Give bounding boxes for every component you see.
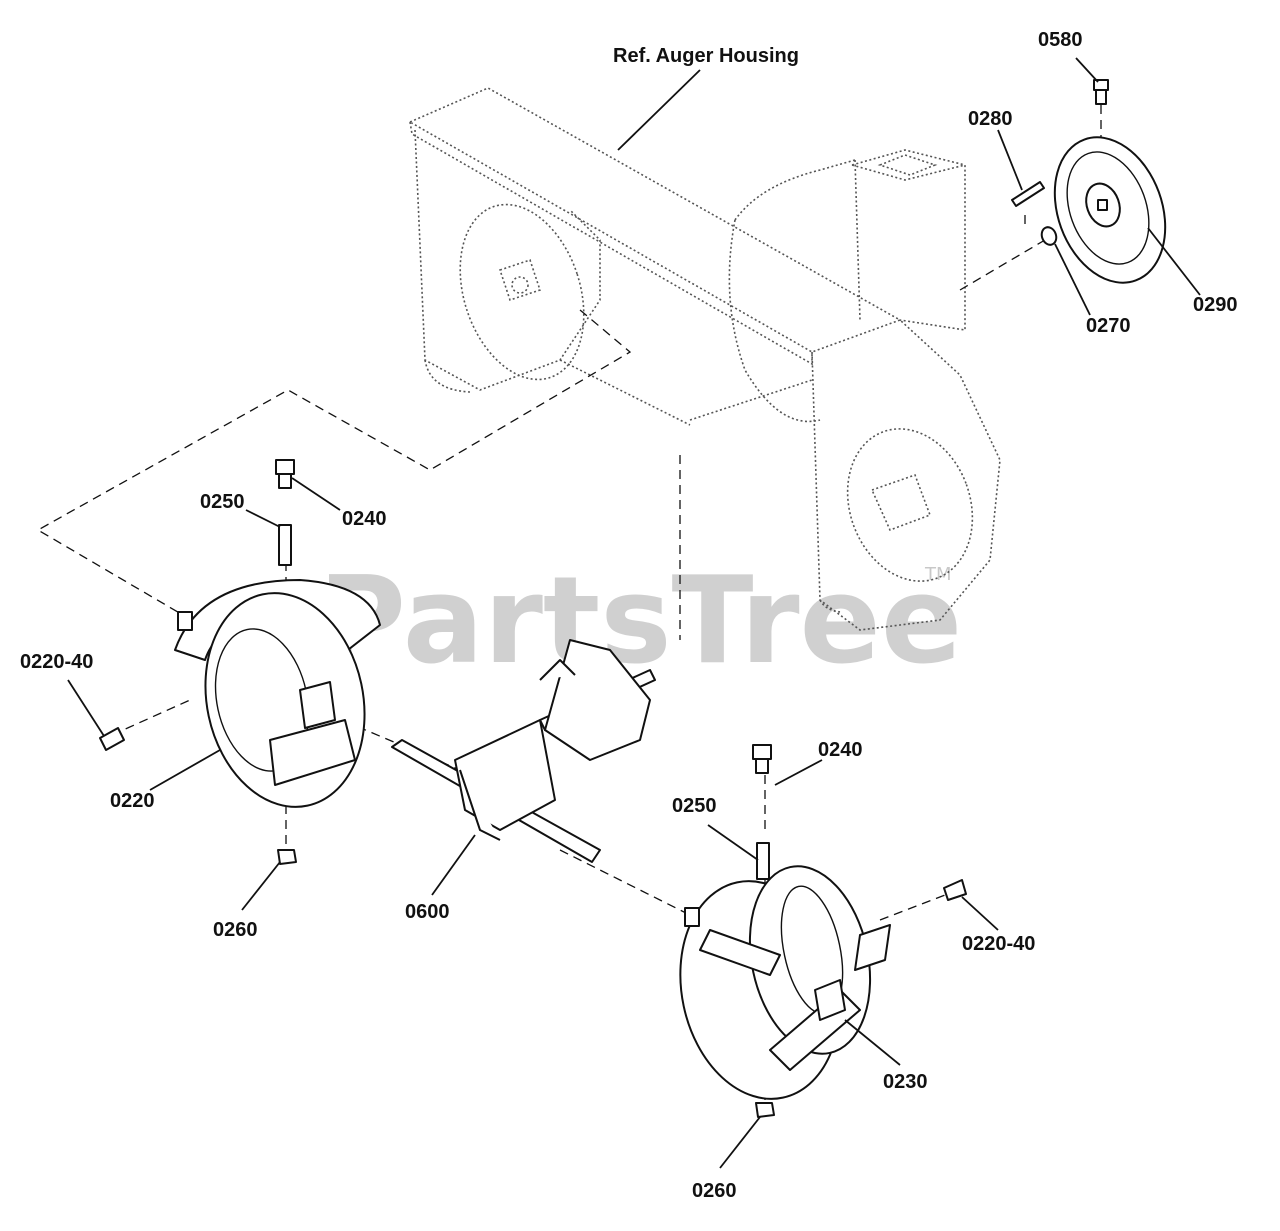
watermark-trademark: TM [924,564,952,585]
washer-0270 [1040,226,1058,246]
reference-label: Ref. Auger Housing [613,45,799,67]
leader-lines [67,57,1201,1169]
spacer-0250-right [756,842,770,880]
part-label-0600: 0600 [405,901,450,923]
part-label-0260-left: 0260 [213,919,258,941]
part-label-0260-right: 0260 [692,1180,737,1202]
part-label-0240-right: 0240 [818,739,863,761]
bolt-0580 [1093,79,1109,105]
auger-housing-ghost [408,87,1001,631]
auger-0230 [679,865,891,1100]
part-label-0250-left: 0250 [200,491,245,513]
nut-0260-left [277,849,297,865]
bolt-0240-right [752,744,772,774]
part-label-0290: 0290 [1193,294,1238,316]
part-label-0270: 0270 [1086,315,1131,337]
part-label-0280: 0280 [968,108,1013,130]
auger-0220 [174,579,381,808]
part-label-0220: 0220 [110,790,155,812]
bolt-0240-left [275,459,295,489]
part-label-0220-40-left: 0220-40 [20,651,93,673]
part-label-0230: 0230 [883,1071,928,1093]
spacer-0250-left [278,524,292,566]
pulley-0290 [1053,136,1167,284]
part-label-0250-right: 0250 [672,795,717,817]
key-0280 [1011,181,1045,207]
watermark-text: PartsTree [318,552,962,691]
gearbox-shaft-0600 [391,639,656,863]
part-label-0220-40-right: 0220-40 [962,933,1035,955]
part-label-0580: 0580 [1038,29,1083,51]
nut-0260-right [755,1102,775,1118]
fitting-0220-40-left [99,727,125,751]
fitting-0220-40-right [943,879,967,901]
part-label-0240-left: 0240 [342,508,387,530]
